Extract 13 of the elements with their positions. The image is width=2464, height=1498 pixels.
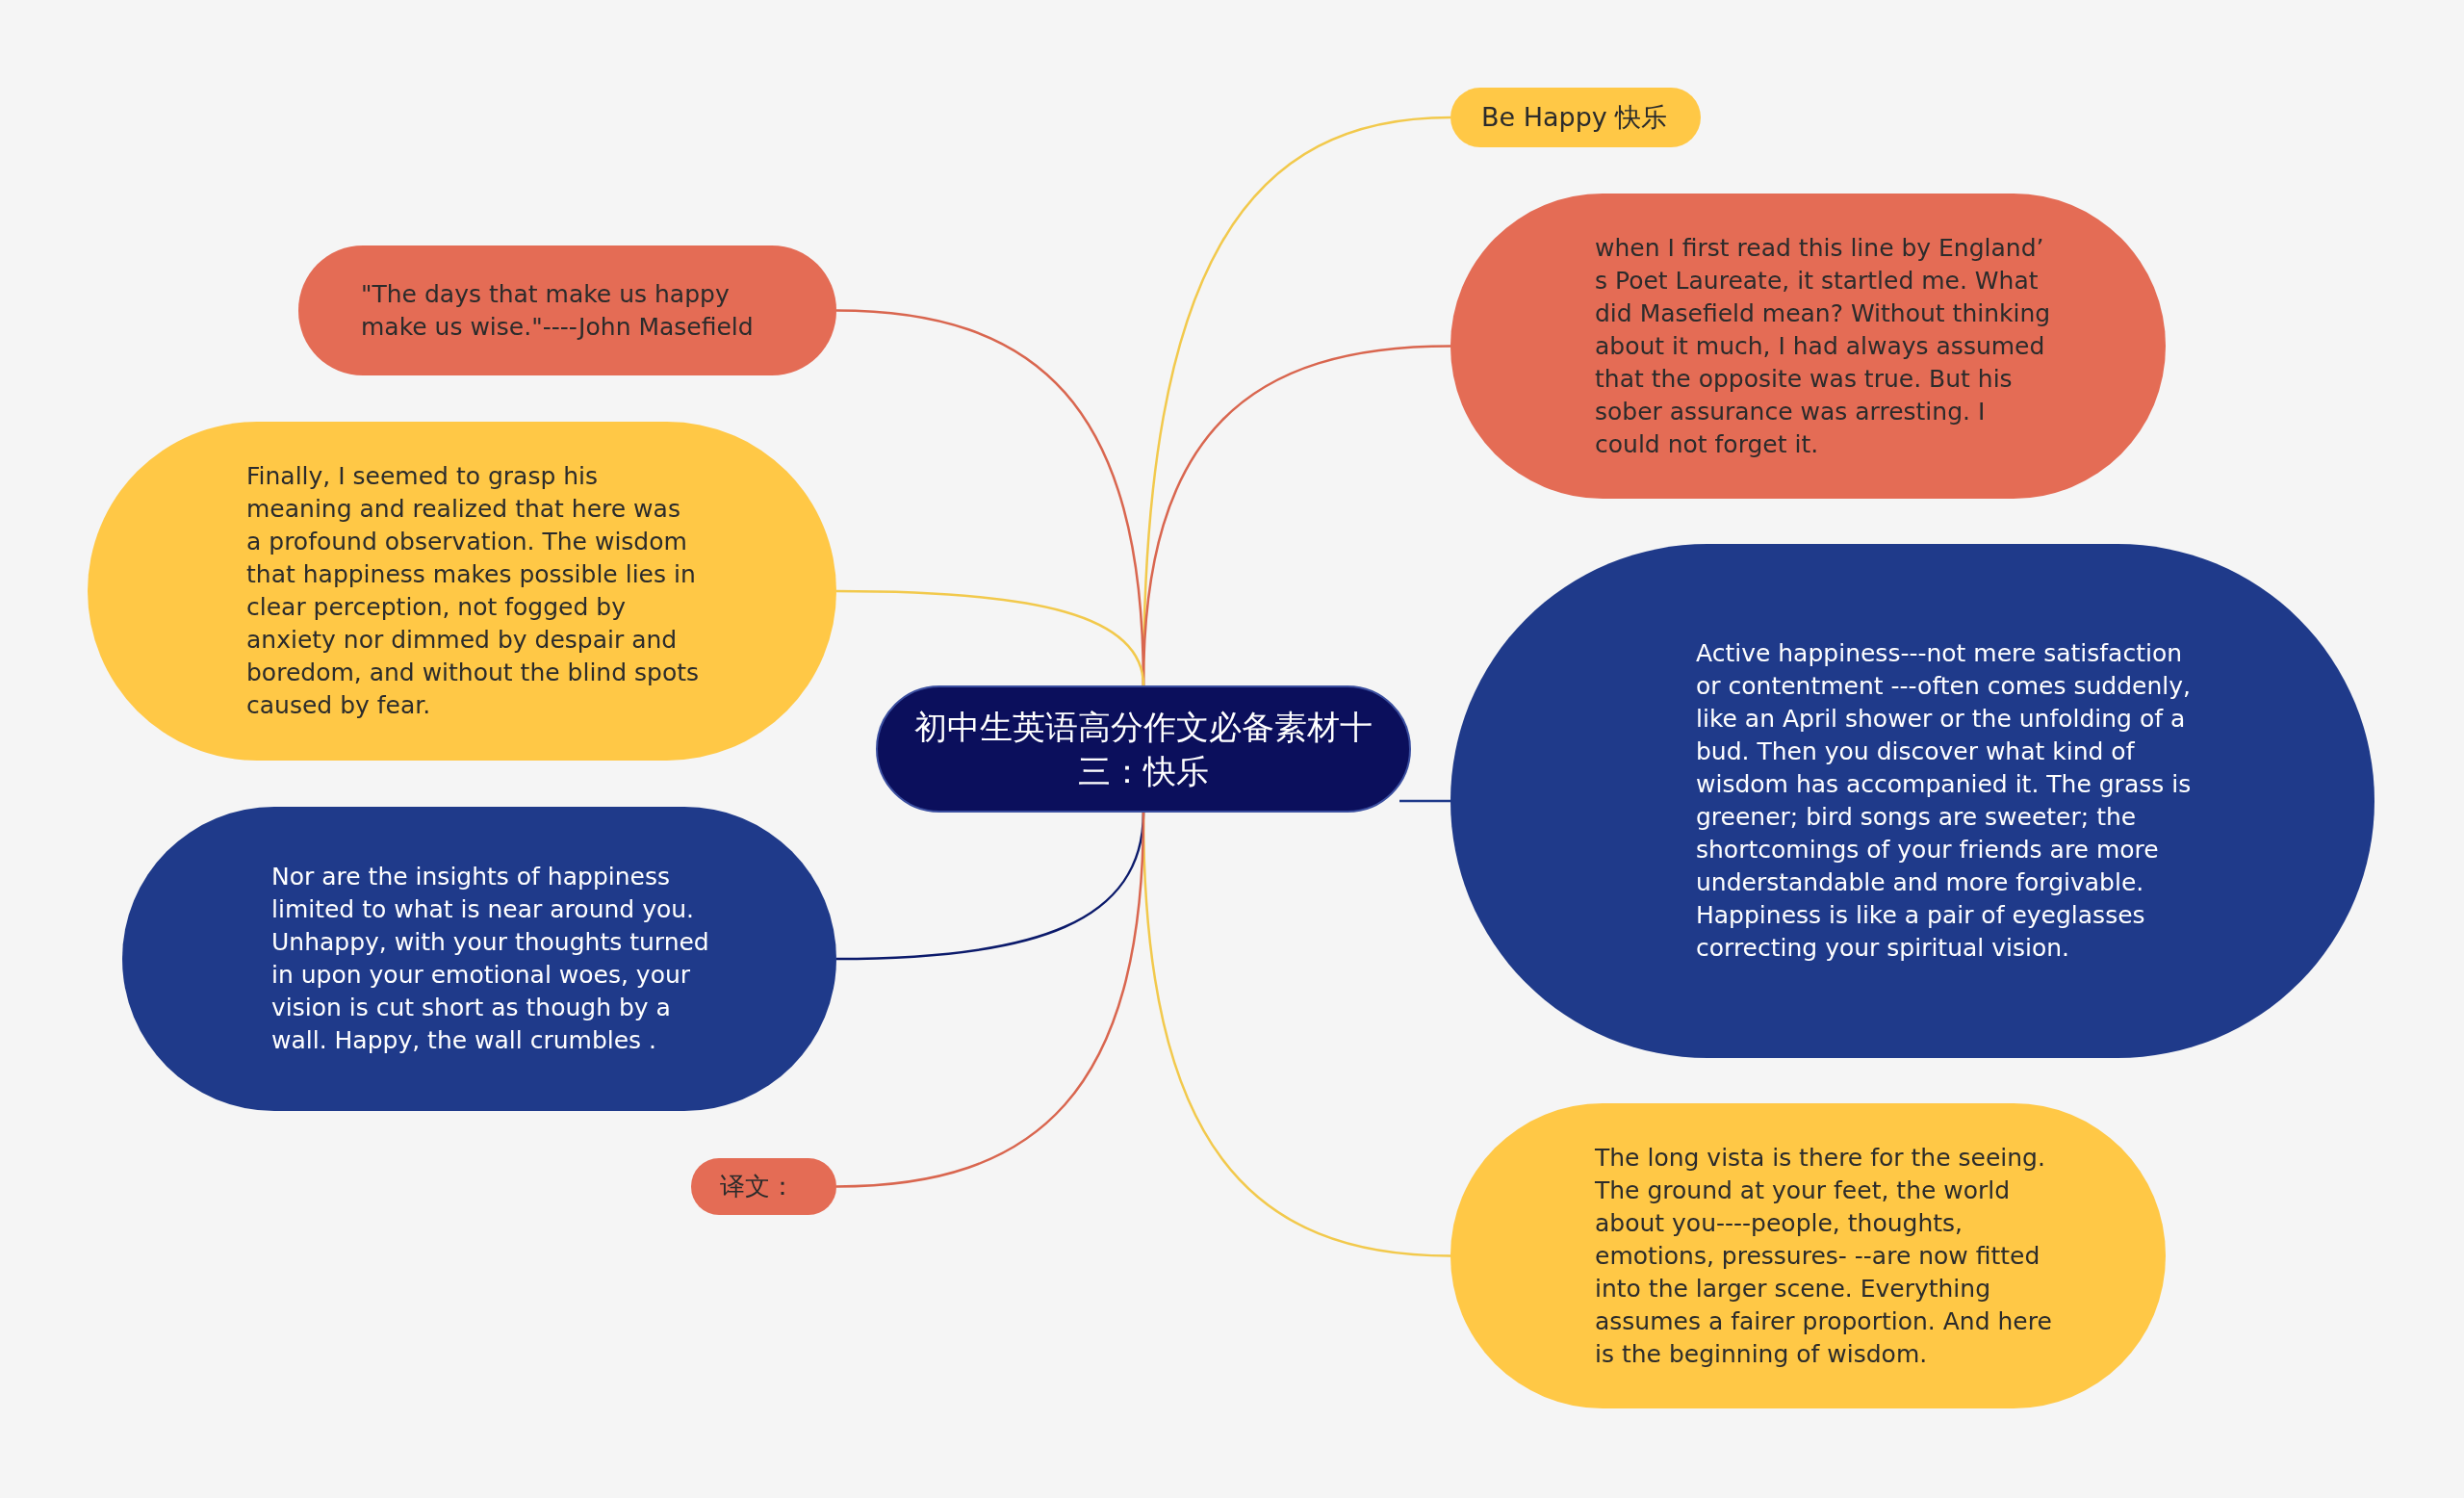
connector-line [835, 812, 1145, 1188]
topic-text: when I first read this line by England’ s Poet Laureate, it startled me. What did Masefield mean? Without thinking about it much, I had always assumed that the opposite was true. But his sober assurance was arresting. I could not forget it. [1595, 232, 2052, 460]
connector-line [1399, 799, 1450, 803]
topic-text: The long vista is there for the seeing. The ground at your feet, the world about you----people, thoughts, emotions, pressures- --are now fitted into the larger scene. Everything assumes a fairer proportion. And here is the beginning of wisdom. [1595, 1142, 2053, 1370]
connector-line [836, 589, 1145, 686]
topic-title: 初中生英语高分作文必备素材十三：快乐 [913, 706, 1373, 792]
topic-bubble [691, 1158, 836, 1215]
topic-text: Active happiness---not mere satisfaction or contentment ---often comes suddenly, like an April shower or the unfolding of a bud. Then you discover what kind of wisdom has accompanied it. The grass is greener; bird songs are sweeter; the shortcomings of your friends are more understandable and more forgivable. Happiness is like a pair of eyeglasses correcting your spiritual vision. [1696, 638, 2193, 964]
topic-text: Finally, I seemed to grasp his meaning and realized that here was a profound observation. The wisdom that happiness makes possible lies in clear perception, not fogged by anxiety nor dimmed by despair and boredom, and without the blind spots caused by fear. [246, 461, 699, 721]
topic-text: Be Happy 快乐 [1481, 100, 1669, 134]
topic-text: Nor are the insights of happiness limited to what is near around you. Unhappy, with your thoughts turned in upon your emotional woes, your vision is cut short as though by a wall. Happy, the wall crumbles . [271, 862, 710, 1056]
topic-text: 译文： [720, 1170, 796, 1202]
topic-text: "The days that make us happy make us wise."----John Masefield [361, 278, 755, 343]
